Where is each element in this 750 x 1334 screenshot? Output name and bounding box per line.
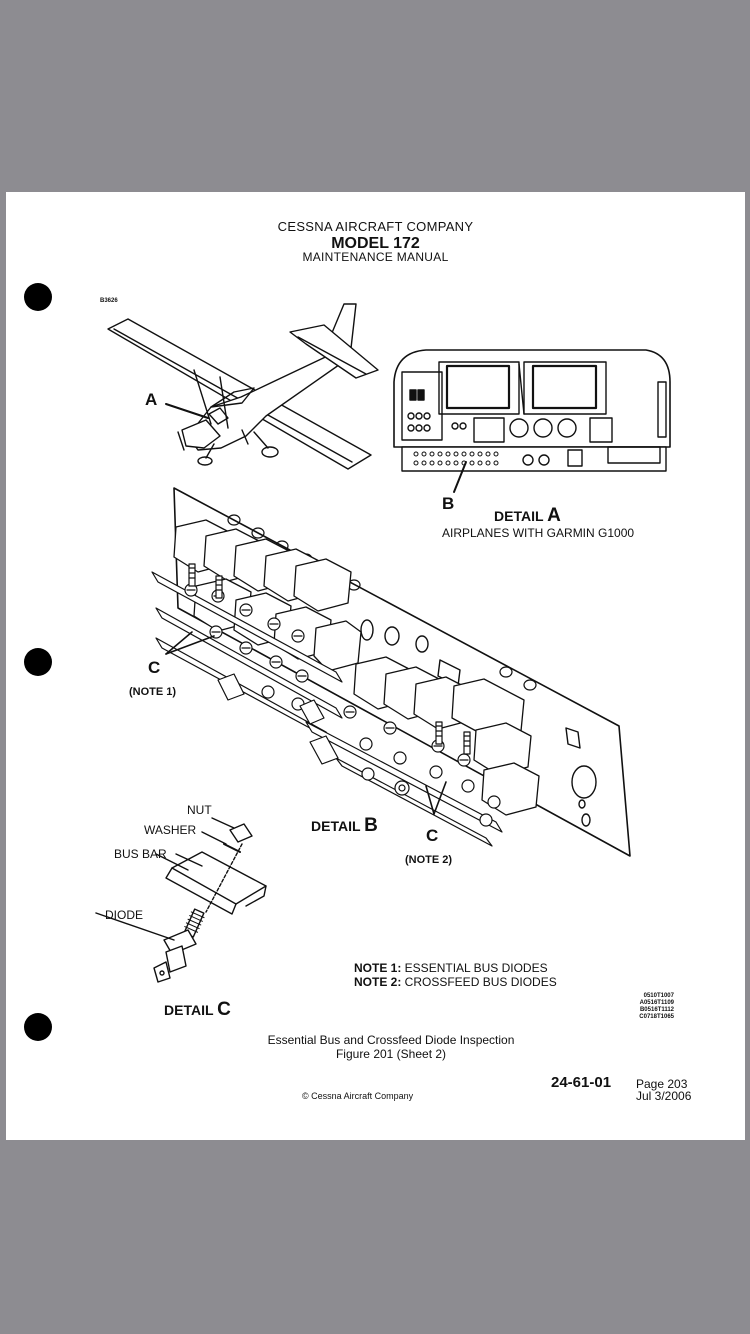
ref-3: B0516T1112	[639, 1007, 674, 1013]
detail-c-title: DETAIL C	[164, 999, 231, 1021]
note-1-key: NOTE 1:	[354, 961, 402, 975]
page-number: Page 203	[636, 1077, 688, 1091]
detail-a-title: DETAIL A	[494, 505, 561, 527]
ref-1: 0510T1007	[643, 993, 674, 999]
detail-b-title: DETAIL B	[311, 815, 378, 837]
note-2-text: CROSSFEED BUS DIODES	[401, 975, 557, 989]
company-name: CESSNA AIRCRAFT COMPANY	[277, 219, 474, 234]
diode-board-drawing	[151, 487, 631, 857]
manual-page: CESSNA AIRCRAFT COMPANY MODEL 172 MAINTE…	[6, 192, 745, 1140]
note2-reference: (NOTE 2)	[405, 854, 453, 866]
detail-c-letter: C	[217, 999, 231, 1020]
note1-reference: (NOTE 1)	[129, 686, 177, 698]
figure-number: Figure 201 (Sheet 2)	[335, 1047, 447, 1061]
figure-caption: Essential Bus and Crossfeed Diode Inspec…	[267, 1033, 515, 1047]
part-washer-label: WASHER	[144, 823, 197, 837]
binder-hole-top	[24, 283, 52, 311]
detail-a-word: DETAIL	[494, 508, 544, 524]
instrument-panel-drawing	[393, 349, 671, 493]
part-bus-bar-label: BUS BAR	[114, 847, 167, 861]
binder-hole-bottom	[24, 1013, 52, 1041]
technical-illustration	[95, 303, 671, 983]
note-2: NOTE 2: CROSSFEED BUS DIODES	[354, 975, 557, 989]
manual-title: MAINTENANCE MANUAL	[302, 250, 449, 264]
copyright: © Cessna Aircraft Company	[302, 1091, 414, 1101]
detail-c-drawing	[95, 817, 267, 983]
model-title: MODEL 172	[331, 235, 420, 252]
drawing-code: B3626	[100, 298, 118, 304]
part-nut-label: NUT	[187, 803, 212, 817]
label-c-note1: C	[148, 658, 161, 677]
note-1: NOTE 1: ESSENTIAL BUS DIODES	[354, 961, 548, 975]
airplane-drawing	[107, 303, 379, 470]
label-b: B	[442, 494, 455, 513]
label-a: A	[145, 390, 158, 409]
document-number: 24-61-01	[551, 1074, 612, 1091]
ref-4: C0718T1065	[639, 1014, 674, 1020]
note-2-key: NOTE 2:	[354, 975, 402, 989]
ref-2: A0516T1109	[639, 1000, 674, 1006]
detail-c-word: DETAIL	[164, 1002, 214, 1018]
detail-a-subtitle: AIRPLANES WITH GARMIN G1000	[442, 526, 635, 540]
note-1-text: ESSENTIAL BUS DIODES	[401, 961, 548, 975]
drawing-references: 0510T1007 A0516T1109 B0516T1112 C0718T10…	[624, 993, 674, 1021]
part-diode-label: DIODE	[105, 908, 144, 922]
detail-b-letter: B	[364, 815, 378, 836]
revision-date: Jul 3/2006	[636, 1089, 692, 1103]
label-c-note2: C	[426, 826, 439, 845]
detail-a-letter: A	[547, 505, 561, 526]
detail-b-word: DETAIL	[311, 818, 361, 834]
binder-hole-middle	[24, 648, 52, 676]
